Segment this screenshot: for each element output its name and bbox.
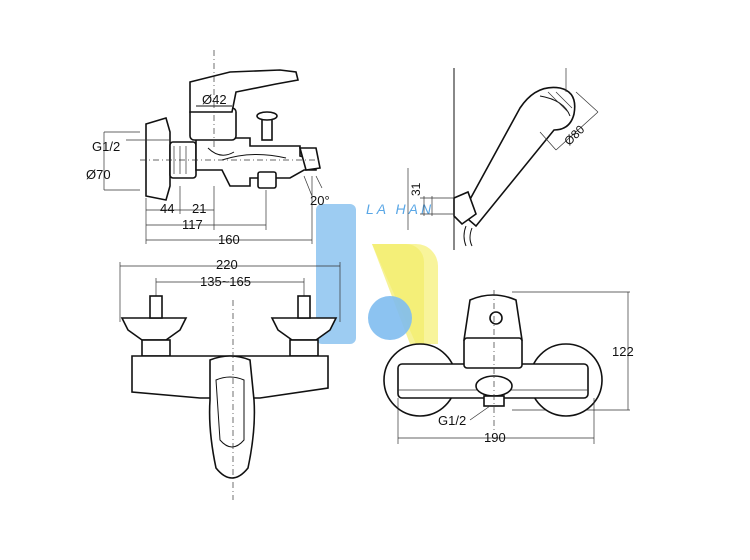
side-flange	[145, 117, 171, 201]
front-centers-label: 135~165	[200, 274, 251, 289]
side-flange-dia-label: Ø70	[86, 167, 111, 182]
wall-thread-label: G1/2	[438, 413, 466, 428]
watermark-logo: LA HAN	[316, 201, 438, 344]
side-body-dia-label: Ø42	[202, 92, 227, 107]
dim-21-label: 21	[192, 201, 206, 216]
shower-view: 31 Ø80	[407, 68, 599, 250]
wall-view: 122 G1/2 190	[383, 290, 634, 445]
side-body	[195, 137, 317, 187]
shower-handle	[460, 86, 576, 228]
dim-44-label: 44	[160, 201, 174, 216]
side-lever	[189, 69, 299, 113]
side-thread-label: G1/2	[92, 139, 120, 154]
wall-height-label: 122	[612, 344, 634, 359]
wall-width-label: 190	[484, 430, 506, 445]
bracket-dim-label: 31	[409, 182, 423, 196]
dim-160-label: 160	[218, 232, 240, 247]
side-view: G1/2 Ø70 Ø42 20° 44 21 117 160	[86, 50, 330, 247]
front-view: 220 135~165	[119, 257, 341, 500]
dim-117-label: 117	[182, 217, 203, 232]
watermark-text: LA HAN	[366, 201, 434, 217]
front-lever	[208, 355, 256, 479]
side-angle-label: 20°	[310, 193, 330, 208]
front-overall-label: 220	[216, 257, 238, 272]
shower-bracket	[453, 190, 477, 226]
